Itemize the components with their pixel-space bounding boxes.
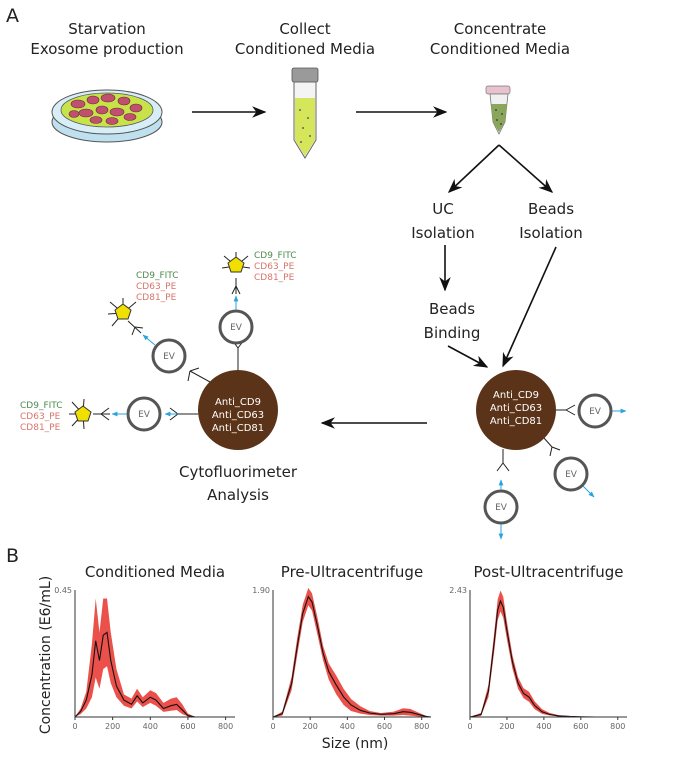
arrow-beads-iso-to-bead	[502, 246, 557, 368]
chart-2-ytick-label: 2.43	[449, 586, 467, 595]
chart-2-xtick-label: 400	[536, 722, 551, 731]
marker-diag-cd81: CD81_PE	[136, 293, 177, 303]
marker-diag-cd63: CD63_PE	[136, 282, 177, 292]
ev-right-3: EV	[483, 449, 519, 540]
ev-left-diag: EV	[127, 320, 211, 383]
chart-2-xtick-label: 0	[467, 722, 472, 731]
chart-0-xtick-label: 200	[105, 722, 120, 731]
binding-line2: Binding	[424, 324, 481, 342]
chart-0-xtick-label: 600	[180, 722, 195, 731]
marker-side-cd63: CD63_PE	[20, 412, 61, 422]
uc-line2: Isolation	[411, 224, 475, 242]
fluorophore-side-icon	[69, 398, 92, 430]
cyto-line2: Analysis	[207, 486, 269, 504]
bead-right-ab3: Anti_CD81	[490, 416, 542, 427]
bead-left	[198, 370, 278, 450]
binding-line1: Beads	[429, 300, 475, 318]
microtube-icon	[485, 85, 511, 135]
chart-1-xtick-label: 200	[303, 722, 318, 731]
chart-2-series-line	[469, 599, 627, 718]
chart-1-xtick-label: 800	[414, 722, 429, 731]
bead-left-ab1: Anti_CD9	[215, 397, 261, 408]
chart-ylabel: Concentration (E6/mL)	[38, 576, 54, 734]
marker-side-cd81: CD81_PE	[20, 423, 61, 433]
chart-0-xtick-label: 400	[143, 722, 158, 731]
marker-top-cd63: CD63_PE	[254, 262, 295, 272]
step2-line2: Conditioned Media	[235, 40, 375, 58]
petri-dish-icon	[51, 89, 163, 143]
fluorophore-top-icon	[221, 252, 251, 273]
ev-left-top: EV	[218, 278, 254, 370]
beads-iso-line2: Isolation	[519, 224, 583, 242]
chart-1-series-line	[272, 595, 432, 718]
ev-left-side-label: EV	[138, 410, 151, 420]
ev-right-1: EV	[556, 393, 627, 429]
fluorophore-diag-icon	[107, 298, 137, 327]
arrow-to-uc	[447, 144, 500, 193]
ev-left-side: EV	[93, 396, 198, 432]
panel-b-label: B	[6, 545, 19, 567]
chart-xlabel: Size (nm)	[322, 736, 389, 752]
chart-1-xtick-label: 600	[377, 722, 392, 731]
step3-line2: Conditioned Media	[430, 40, 570, 58]
chart-0-xtick-label: 0	[72, 722, 77, 731]
chart-2-xtick-label: 200	[499, 722, 514, 731]
ev-right-2-label: EV	[565, 470, 578, 480]
ev-right-1-label: EV	[589, 407, 602, 417]
ev-right-3-label: EV	[495, 503, 508, 513]
marker-top-cd81: CD81_PE	[254, 273, 295, 283]
bead-right-ab2: Anti_CD63	[490, 403, 542, 414]
chart-1-xtick-label: 400	[340, 722, 355, 731]
ev-left-top-label: EV	[230, 323, 243, 333]
bead-left-ab2: Anti_CD63	[212, 410, 264, 421]
chart-0-error-band	[75, 598, 196, 717]
chart-1-ytick-label: 1.90	[252, 586, 270, 595]
bead-right	[476, 370, 556, 450]
chart-2-xtick-label: 600	[573, 722, 588, 731]
chart-0-series-line	[74, 631, 196, 718]
chart-0-xtick-label: 800	[218, 722, 233, 731]
conical-tube-icon	[291, 67, 319, 159]
chart-2-xtick-label: 800	[610, 722, 625, 731]
arrow-to-beads-isolation	[498, 144, 554, 193]
marker-side-fitc: CD9_FITC	[20, 401, 63, 411]
chart-1-title: Pre-Ultracentrifuge	[281, 563, 423, 581]
nta-charts: Conditioned Media 0.45 0 200 400 600 800 Pre-Ul…	[38, 563, 627, 752]
chart-0-ytick-label: 0.45	[54, 586, 72, 595]
bead-left-ab3: Anti_CD81	[212, 423, 264, 434]
step1-line1: Starvation	[68, 20, 146, 38]
ev-right-2: EV	[543, 437, 595, 498]
chart-0-title: Conditioned Media	[85, 563, 225, 581]
uc-line1: UC	[432, 200, 453, 218]
panel-a-label: A	[6, 5, 19, 27]
chart-2-title: Post-Ultracentrifuge	[474, 563, 624, 581]
step3-line1: Concentrate	[454, 20, 547, 38]
chart-2-error-band	[470, 590, 627, 717]
bead-right-ab1: Anti_CD9	[493, 390, 539, 401]
arrow-binding-to-bead	[447, 345, 489, 368]
step1-line2: Exosome production	[30, 40, 183, 58]
ev-left-diag-label: EV	[163, 352, 176, 362]
cyto-line1: Cytofluorimeter	[179, 463, 298, 481]
step2-line1: Collect	[279, 20, 330, 38]
marker-top-fitc: CD9_FITC	[254, 251, 297, 261]
chart-1-xtick-label: 0	[270, 722, 275, 731]
beads-iso-line1: Beads	[528, 200, 574, 218]
marker-diag-fitc: CD9_FITC	[136, 271, 179, 281]
